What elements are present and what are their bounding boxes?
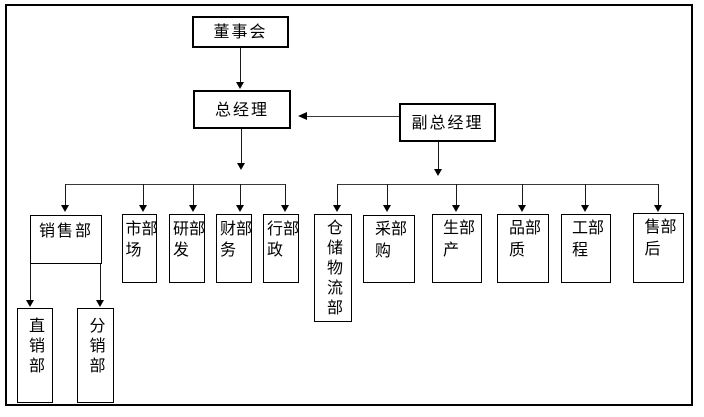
org-node-production-dept: 生产部 <box>432 214 482 283</box>
org-node-finance-dept: 财务部 <box>216 214 252 283</box>
org-node-sales-dept: 销售部 <box>30 215 102 264</box>
connector-arrow-to-direct-sales <box>26 264 34 307</box>
connector-arrow-to-distribution <box>96 264 104 307</box>
org-node-board: 董事会 <box>192 16 289 48</box>
org-node-deputy-general-manager: 副总经理 <box>399 103 496 142</box>
connector-left-group-bus-line <box>65 184 286 185</box>
connector-gm-down-arrow <box>237 129 245 170</box>
org-node-label: 分销部 <box>86 317 106 377</box>
connector-arrow-to-production <box>452 184 460 212</box>
org-node-label: 采购部 <box>372 220 407 264</box>
connector-board-to-gm-arrow <box>236 48 244 89</box>
org-node-label: 售后部 <box>641 218 677 262</box>
connector-arrow-to-purchasing <box>383 184 391 212</box>
org-node-rnd-dept: 研发部 <box>169 214 205 283</box>
org-node-distribution-dept: 分销部 <box>77 308 114 403</box>
connector-dgm-to-gm-arrow <box>298 112 399 120</box>
connector-dgm-down-arrow <box>434 142 442 176</box>
connector-arrow-to-rnd <box>189 184 197 212</box>
org-node-after-sales-dept: 售后部 <box>633 213 684 283</box>
connector-arrow-to-warehouse <box>333 184 341 212</box>
org-node-label: 仓储物流部 <box>324 219 343 319</box>
connector-arrow-to-after-sales <box>654 184 662 212</box>
org-node-label: 行政部 <box>264 220 299 262</box>
org-node-label: 财务部 <box>217 220 252 262</box>
org-node-label: 工程部 <box>569 219 604 263</box>
org-node-warehouse-logistics-dept: 仓储物流部 <box>314 214 352 322</box>
outer-border <box>5 4 693 406</box>
org-node-label: 品质部 <box>506 219 541 263</box>
connector-arrow-to-marketing <box>139 184 147 212</box>
org-node-label: 生产部 <box>440 219 475 263</box>
org-node-label: 直销部 <box>26 317 45 377</box>
org-node-label: 市场部 <box>122 220 158 262</box>
connector-arrow-to-sales <box>61 184 69 212</box>
org-node-purchasing-dept: 采购部 <box>363 215 415 283</box>
org-node-direct-sales-dept: 直销部 <box>17 308 53 403</box>
connector-arrow-to-engineering <box>581 184 589 212</box>
org-node-admin-dept: 行政部 <box>263 214 299 283</box>
org-node-general-manager: 总经理 <box>193 90 291 129</box>
org-node-quality-dept: 品质部 <box>497 214 549 283</box>
connector-arrow-to-quality <box>518 184 526 212</box>
connector-arrow-to-finance <box>236 184 244 212</box>
connector-arrow-to-admin <box>281 184 289 212</box>
connector-right-group-bus-line <box>337 184 658 185</box>
org-node-engineering-dept: 工程部 <box>561 214 611 283</box>
org-node-marketing-dept: 市场部 <box>122 214 158 283</box>
org-node-label: 研发部 <box>170 220 205 262</box>
